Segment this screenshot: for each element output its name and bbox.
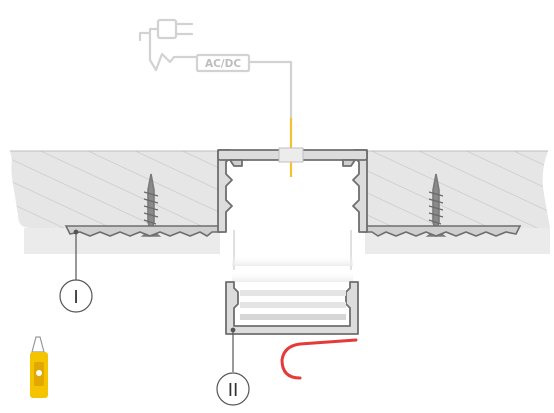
callout-two [216, 327, 250, 406]
supply-wire [247, 60, 293, 120]
adapter-label: AC/DC [205, 58, 241, 70]
wall-section [10, 150, 550, 254]
red-cable [280, 338, 358, 380]
utility-knife-icon [30, 336, 48, 398]
power-plug-icon [138, 18, 199, 72]
lower-profile [225, 281, 359, 335]
lower-diffuser-layers [240, 290, 346, 320]
callout-one [59, 229, 93, 313]
power-supply-group [138, 18, 293, 120]
led-strip [278, 147, 304, 163]
callout-one-label: I [73, 287, 78, 308]
mounting-flange [64, 225, 522, 237]
callout-two-label: II [228, 380, 239, 401]
diffuser-ghost [232, 230, 353, 282]
